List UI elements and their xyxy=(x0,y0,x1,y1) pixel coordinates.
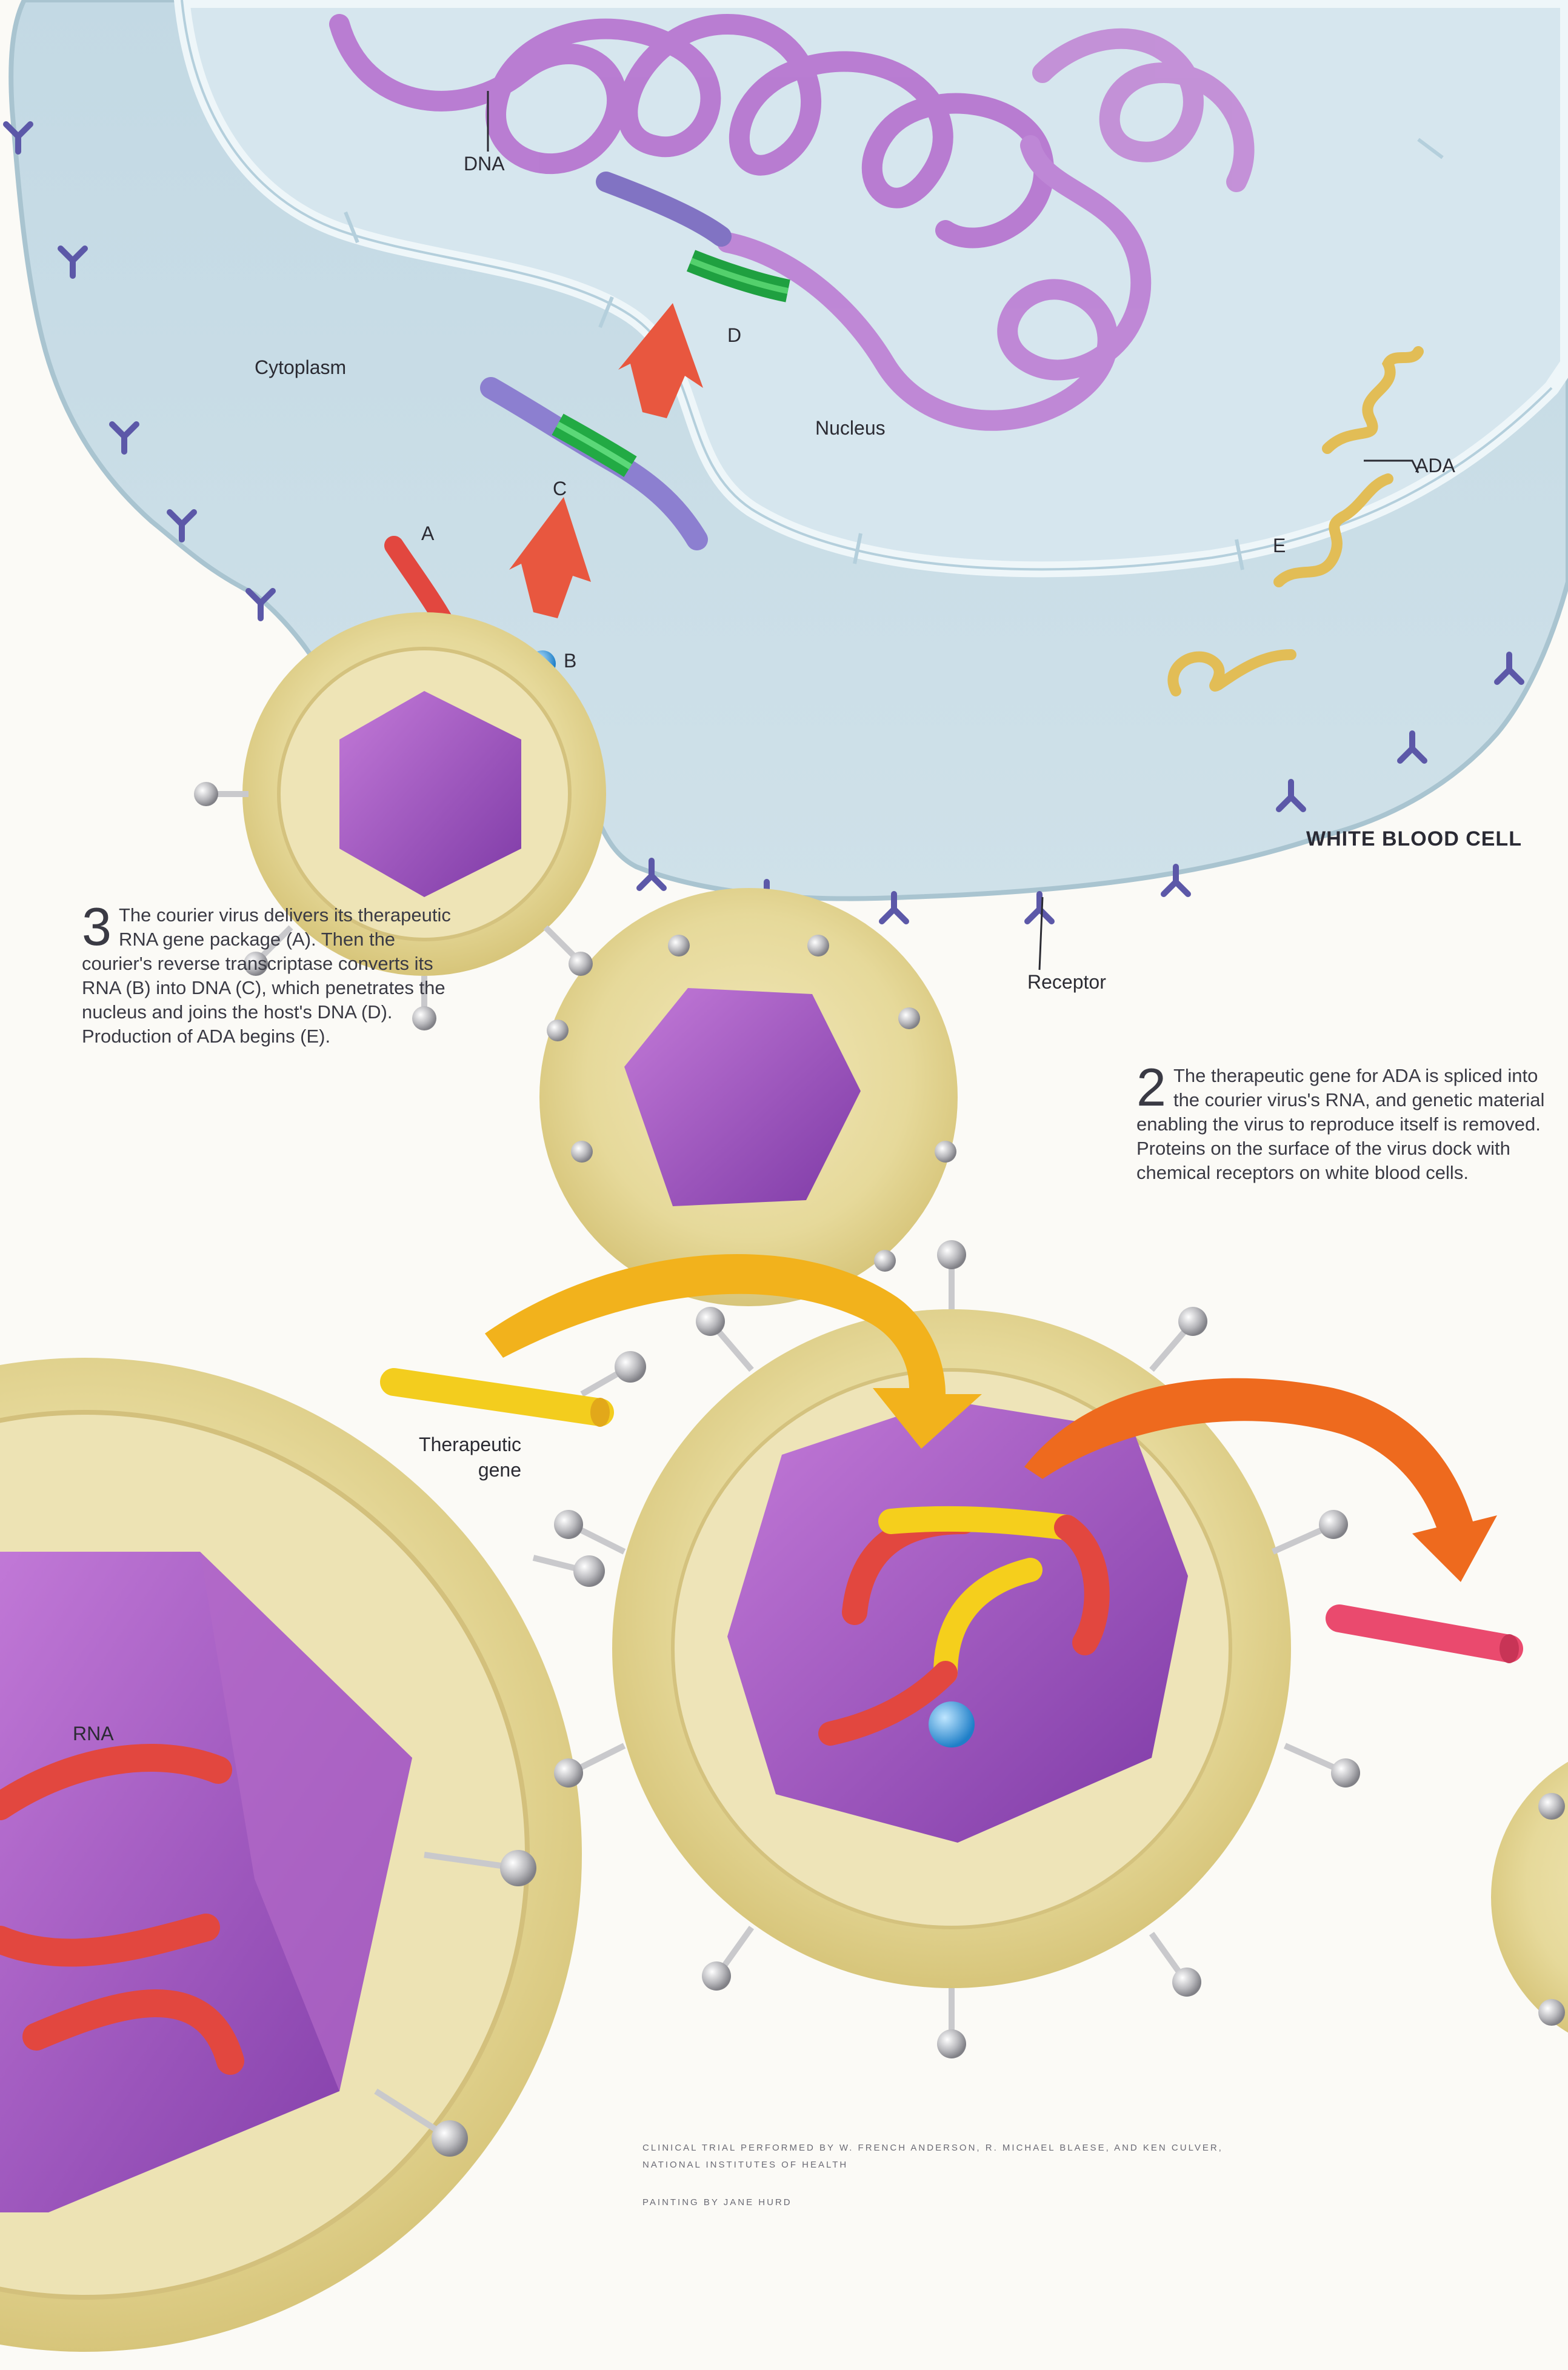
removed-gene-rod xyxy=(1339,1618,1519,1663)
receptor-label: Receptor xyxy=(1027,971,1106,993)
step-3-number: 3 xyxy=(82,906,112,948)
label-e: E xyxy=(1273,535,1286,557)
nucleus-label: Nucleus xyxy=(815,417,886,439)
ada-label: ADA xyxy=(1415,455,1455,477)
therapeutic-gene-label: Therapeutic gene xyxy=(388,1432,521,1483)
step-2-caption: 2 The therapeutic gene for ADA is splice… xyxy=(1136,1064,1561,1185)
label-c: C xyxy=(553,478,567,500)
therapeutic-gene-rod xyxy=(394,1382,610,1427)
painting-credit: PAINTING BY JANE HURD xyxy=(642,2194,792,2211)
dna-label: DNA xyxy=(464,153,505,175)
rna-label: RNA xyxy=(73,1723,114,1745)
cytoplasm-label: Cytoplasm xyxy=(255,356,346,379)
step-3-text: The courier virus delivers its therapeut… xyxy=(82,904,451,1047)
label-a: A xyxy=(421,522,434,545)
label-b: B xyxy=(564,650,576,672)
white-blood-cell-label: WHITE BLOOD CELL xyxy=(1306,827,1522,851)
label-d: D xyxy=(727,324,741,347)
middle-virus xyxy=(539,888,958,1306)
step-2-text: The therapeutic gene for ADA is spliced … xyxy=(1136,1065,1544,1183)
step-3-caption: 3 The courier virus delivers its therape… xyxy=(82,903,452,1049)
clinical-trial-credit: CLINICAL TRIAL PERFORMED BY W. FRENCH AN… xyxy=(642,2140,1261,2174)
step-2-number: 2 xyxy=(1136,1066,1166,1109)
large-virus-left xyxy=(0,1358,582,2352)
